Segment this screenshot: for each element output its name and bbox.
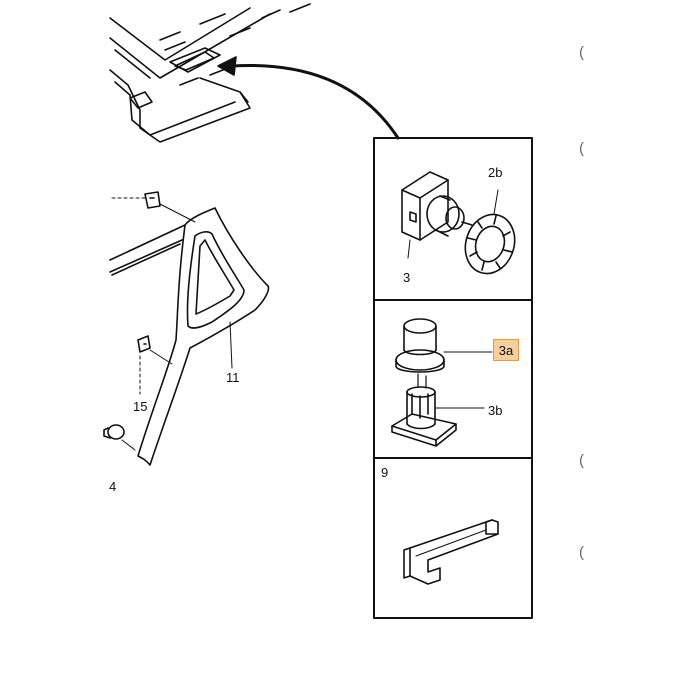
detail-panel-bottom — [373, 457, 533, 619]
callout-3: 3 — [403, 270, 411, 285]
part-3b-clip — [391, 373, 485, 447]
callout-11: 11 — [226, 370, 240, 385]
part-3a-cap — [395, 318, 493, 373]
part-9-bracket — [403, 519, 499, 585]
part-3-switch-body — [401, 171, 473, 259]
callout-3b: 3b — [488, 403, 503, 418]
edge-mark-3: ( — [579, 452, 584, 469]
door-trim-assembly — [103, 191, 270, 466]
callout-4-partial: 4 — [109, 479, 117, 494]
roof-frame-assembly — [109, 3, 311, 143]
callout-2b: 2b — [488, 165, 503, 180]
detail-arrow — [217, 56, 400, 140]
part-2b-ring — [464, 189, 516, 275]
edge-mark-4: ( — [579, 544, 584, 561]
callout-3a-highlight[interactable]: 3a — [493, 339, 519, 361]
callout-9: 9 — [381, 465, 389, 480]
edge-mark-2: ( — [579, 140, 584, 157]
detail-panel-top — [373, 137, 533, 301]
edge-mark-1: ( — [579, 44, 584, 61]
callout-15: 15 — [133, 399, 148, 414]
